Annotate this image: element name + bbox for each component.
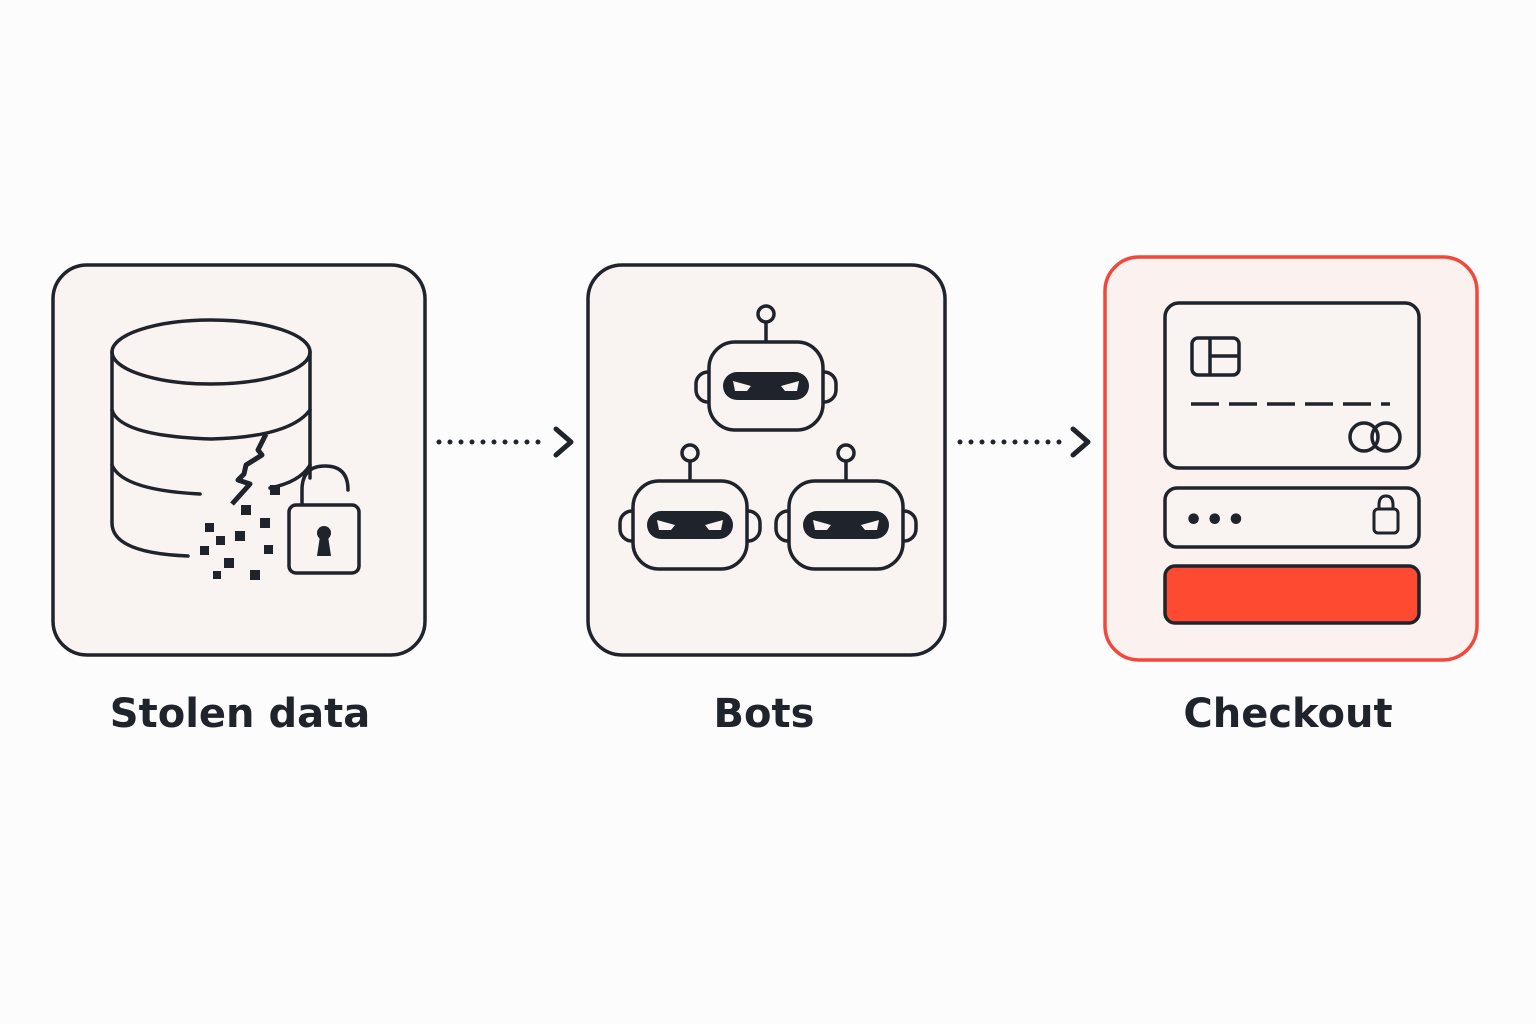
step-bots	[586, 263, 947, 657]
connector-arrow-2	[957, 426, 1091, 458]
step-label-bots: Bots	[713, 691, 815, 737]
card-brand-logo-icon	[1348, 421, 1402, 453]
step-label-stolen-data: Stolen data	[109, 691, 371, 737]
unlocked-padlock-icon	[287, 464, 361, 575]
robot-left-icon	[618, 443, 762, 571]
password-field[interactable]: •••	[1163, 486, 1421, 549]
step-checkout: •••	[1103, 255, 1479, 662]
password-mask: •••	[1184, 503, 1248, 538]
credit-card-icon	[1163, 301, 1421, 470]
checkout-button[interactable]	[1163, 564, 1421, 625]
stolen-data-panel	[51, 263, 427, 657]
crack-icon	[230, 432, 269, 506]
connector-arrow-1	[436, 426, 574, 458]
robot-top-icon	[694, 304, 838, 432]
step-label-checkout: Checkout	[1183, 691, 1393, 737]
lock-icon	[1372, 494, 1400, 535]
step-stolen-data	[51, 263, 427, 657]
robot-right-icon	[774, 443, 918, 571]
data-fragments-icon	[200, 485, 280, 580]
card-chip-icon	[1190, 336, 1241, 377]
